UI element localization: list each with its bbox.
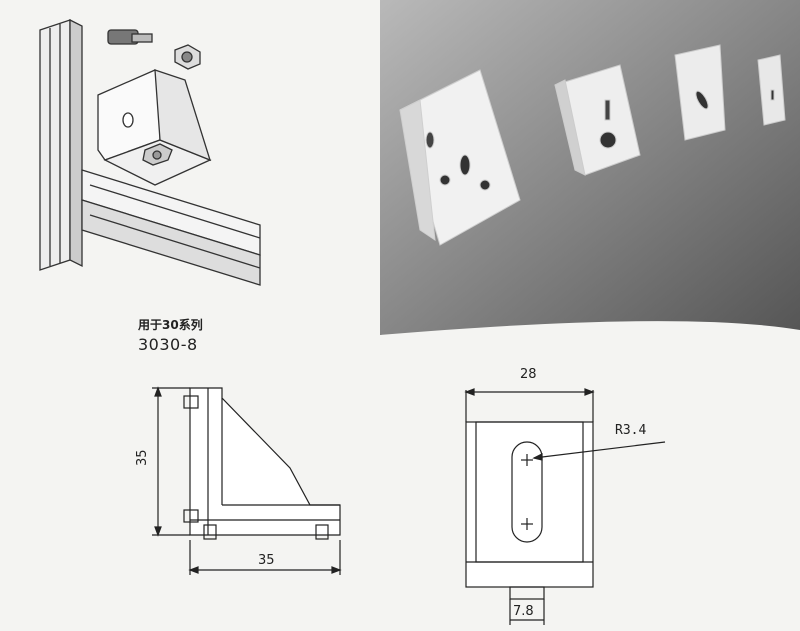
bracket-large <box>399 69 521 246</box>
side-view-drawing: 35 35 <box>135 386 342 575</box>
side-width-dim: 35 <box>258 553 275 568</box>
radius-label: R3.4 <box>615 423 646 438</box>
front-width-dim: 28 <box>520 367 537 382</box>
product-photo <box>380 0 800 335</box>
series-label: 用于30系列 <box>138 318 203 332</box>
bracket-medium <box>554 64 641 176</box>
bracket-tiny <box>757 54 786 126</box>
assembly-illustration <box>39 18 261 286</box>
tab-width-dim: 7.8 <box>513 604 534 619</box>
caption: 用于30系列 3030-8 <box>138 316 203 354</box>
side-height-dim: 35 <box>135 449 150 466</box>
bracket-small <box>674 44 726 141</box>
model-number: 3030-8 <box>138 335 198 354</box>
front-view-drawing: 28 R3.4 7.8 <box>464 367 666 625</box>
